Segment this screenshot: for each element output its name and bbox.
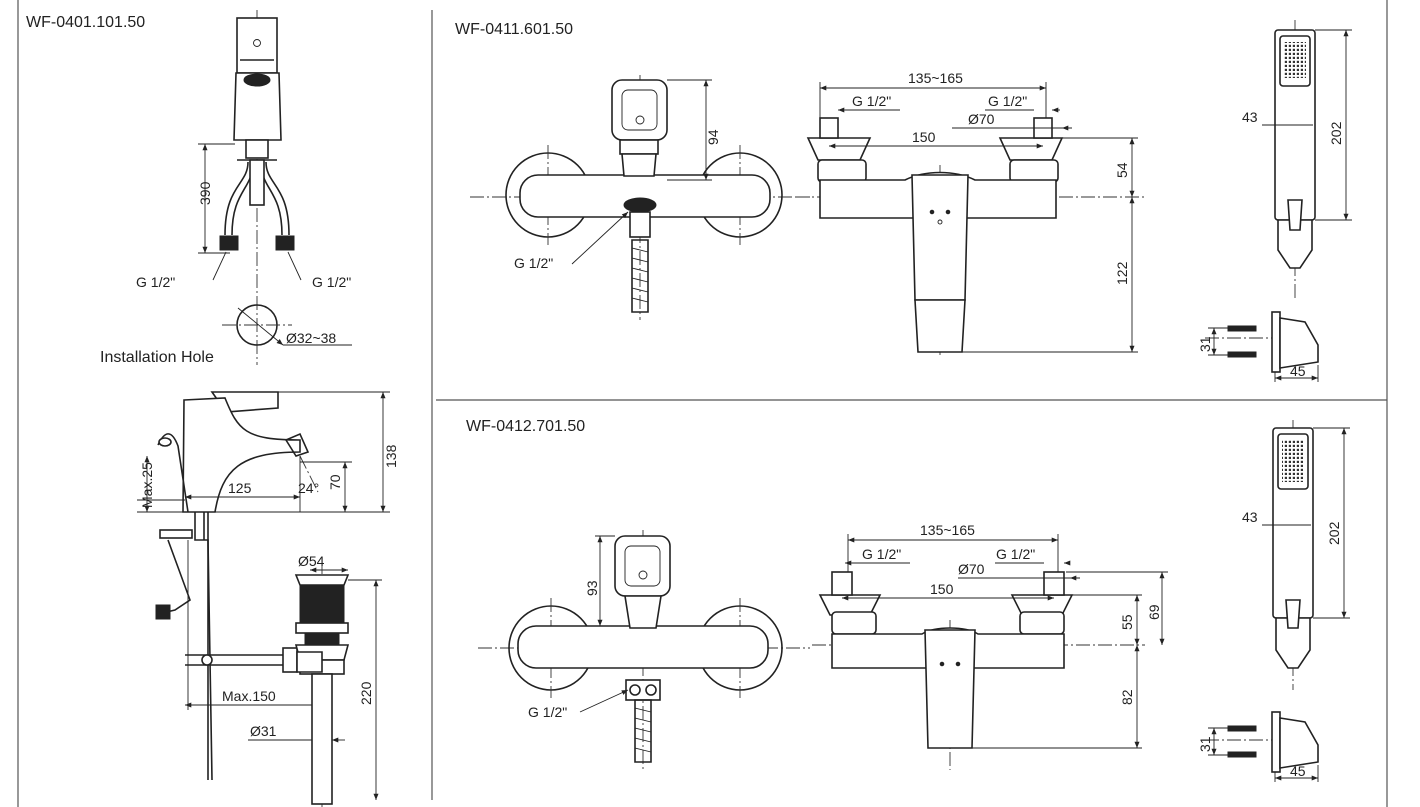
- bath-bottom-hand-43: 43: [1242, 509, 1258, 525]
- bath-top-conn-right: G 1/2": [988, 93, 1027, 109]
- bath-bottom-depth-82: 82: [1119, 689, 1135, 705]
- bath-top-side-view: 135~165 G 1/2" G 1/2" Ø70 150 54 122: [795, 70, 1145, 355]
- bath-bottom-dim-93: 93: [584, 580, 600, 596]
- bath-bottom-holder-31: 31: [1197, 736, 1213, 752]
- bath-bottom-depth-55: 55: [1119, 614, 1135, 630]
- bath-mixer-top-section: WF-0411.601.50 94 G 1/2": [455, 20, 1352, 382]
- installation-hole-label: Installation Hole: [100, 349, 214, 366]
- bath-bottom-wall-holder: 31 45: [1197, 711, 1319, 782]
- basin-pipe-dia-31: Ø31: [250, 723, 277, 739]
- bath-bottom-conn-right: G 1/2": [996, 546, 1035, 562]
- bath-top-center-150: 150: [912, 129, 936, 145]
- bath-mixer-bottom-section: WF-0412.701.50 93 G 1/2": [466, 418, 1350, 782]
- basin-side-view: 138 Max.25 70 125 24° Max.150: [137, 391, 399, 807]
- bath-bottom-range: 135~165: [920, 522, 975, 538]
- bath-bottom-flange-dia: Ø70: [958, 561, 985, 577]
- basin-dim-390: 390: [197, 181, 213, 205]
- bath-top-conn-left: G 1/2": [852, 93, 891, 109]
- sheet-frame: [17, 0, 1388, 807]
- basin-dim-138: 138: [383, 444, 399, 468]
- bath-bottom-hand-202: 202: [1326, 521, 1342, 545]
- bath-top-holder-45: 45: [1290, 363, 1306, 379]
- bath-top-hand-202: 202: [1328, 121, 1344, 145]
- basin-dim-70: 70: [327, 474, 343, 490]
- bath-top-wall-holder: 31 45: [1197, 311, 1319, 382]
- bath-top-dim-94: 94: [705, 129, 721, 145]
- basin-drain-dia-54: Ø54: [298, 553, 325, 569]
- bath-bottom-depth-69: 69: [1146, 604, 1162, 620]
- bath-bottom-front-view: 93 G 1/2": [478, 530, 810, 770]
- bath-bottom-conn-left: G 1/2": [862, 546, 901, 562]
- bath-top-front-conn: G 1/2": [514, 255, 553, 271]
- basin-drain-220: 220: [358, 681, 374, 705]
- bath-top-holder-31: 31: [1197, 336, 1213, 352]
- bath-top-front-view: 94 G 1/2": [470, 75, 810, 320]
- basin-conn-right-label: G 1/2": [312, 274, 351, 290]
- bath-top-hand-shower: 43 202: [1242, 20, 1352, 300]
- bath-top-range: 135~165: [908, 70, 963, 86]
- basin-conn-left-label: G 1/2": [136, 274, 175, 290]
- basin-front-view: 390 G 1/2" G 1/2" Ø32~38 Installation Ho…: [100, 10, 352, 366]
- bath-bottom-front-conn: G 1/2": [528, 704, 567, 720]
- basin-model-number: WF-0401.101.50: [26, 14, 145, 31]
- basin-dim-125: 125: [228, 480, 252, 496]
- bath-top-depth-122: 122: [1114, 261, 1130, 285]
- bath-bottom-center-150: 150: [930, 581, 954, 597]
- basin-dim-max25: Max.25: [139, 462, 155, 508]
- bath-bottom-side-view: 135~165 G 1/2" G 1/2" Ø70 150 55 69 82: [812, 522, 1168, 770]
- basin-mixer-section: WF-0401.101.50 390 G 1/: [26, 10, 399, 807]
- bath-top-flange-dia: Ø70: [968, 111, 995, 127]
- bath-bottom-holder-45: 45: [1290, 763, 1306, 779]
- basin-dim-max150: Max.150: [222, 688, 276, 704]
- bath-top-hand-43: 43: [1242, 109, 1258, 125]
- bath-top-model-number: WF-0411.601.50: [455, 21, 573, 38]
- basin-hole-diameter: Ø32~38: [286, 330, 336, 346]
- basin-angle-24: 24°: [298, 480, 319, 496]
- bath-top-depth-54: 54: [1114, 162, 1130, 178]
- bath-bottom-hand-shower: 43 202: [1242, 420, 1350, 690]
- bath-bottom-model-number: WF-0412.701.50: [466, 418, 585, 435]
